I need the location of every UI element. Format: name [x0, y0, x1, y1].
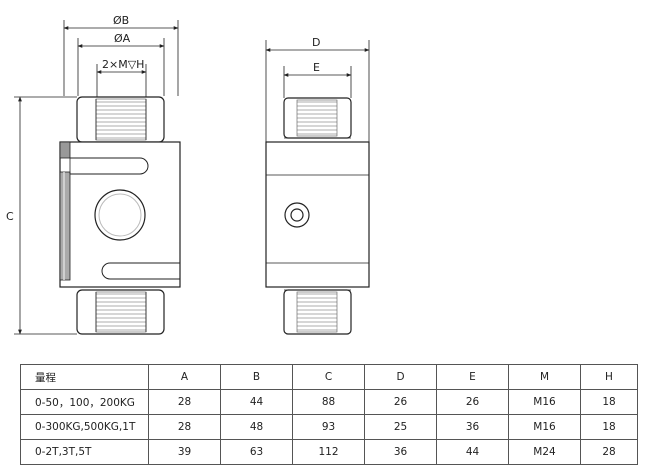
front-view: ØB ØA 2×M▽H — [6, 14, 181, 335]
dim-label-d: D — [312, 36, 320, 49]
table-cell: 39 — [148, 439, 221, 465]
dim-label-e: E — [313, 61, 320, 74]
spec-table: 量程 A B C D E M H 0-50，100，200KG 28 44 88… — [20, 364, 638, 465]
dimension-e: E — [283, 61, 352, 98]
table-cell: 28 — [148, 389, 221, 415]
s-beam-body — [59, 141, 181, 288]
table-cell: 28 — [148, 414, 221, 440]
side-bottom-thread — [283, 289, 352, 335]
side-body — [265, 141, 370, 288]
table-cell: 26 — [436, 389, 509, 415]
table-cell: 0-2T,3T,5T — [20, 439, 149, 465]
table-row: 0-50，100，200KG 28 44 88 26 26 M16 18 — [20, 389, 638, 415]
table-cell: 63 — [220, 439, 293, 465]
header-range: 量程 — [20, 364, 149, 390]
dim-label-thread: 2×M▽H — [102, 58, 144, 71]
table-cell: 36 — [436, 414, 509, 440]
dimension-d: D — [265, 36, 370, 142]
table-cell: M24 — [508, 439, 581, 465]
dim-label-a: ØA — [114, 32, 131, 45]
dimension-diameter-a: ØA — [77, 32, 165, 96]
bottom-threaded-head — [76, 286, 165, 335]
table-cell: 28 — [580, 439, 638, 465]
table-cell: 18 — [580, 389, 638, 415]
table-cell: 18 — [580, 414, 638, 440]
side-view: D E — [265, 36, 370, 335]
table-cell: 44 — [220, 389, 293, 415]
header-b: B — [220, 364, 293, 390]
dim-label-c: C — [6, 210, 14, 223]
technical-drawing: ØB ØA 2×M▽H — [6, 14, 370, 335]
header-d: D — [364, 364, 437, 390]
table-cell: 48 — [220, 414, 293, 440]
dimension-thread: 2×M▽H — [96, 58, 147, 98]
header-a: A — [148, 364, 221, 390]
top-threaded-head — [76, 96, 165, 143]
table-cell: M16 — [508, 414, 581, 440]
table-cell: 44 — [436, 439, 509, 465]
side-top-thread — [283, 97, 352, 139]
table-cell: 0-300KG,500KG,1T — [20, 414, 149, 440]
header-e: E — [436, 364, 509, 390]
table-cell: 88 — [292, 389, 365, 415]
table-cell: M16 — [508, 389, 581, 415]
table-cell: 112 — [292, 439, 365, 465]
dim-label-b: ØB — [113, 14, 129, 27]
table-header-row: 量程 A B C D E M H — [20, 364, 638, 390]
header-m: M — [508, 364, 581, 390]
table-cell: 0-50，100，200KG — [20, 389, 149, 415]
table-cell: 36 — [364, 439, 437, 465]
dimension-diameter-b: ØB — [63, 14, 179, 96]
table-cell: 25 — [364, 414, 437, 440]
header-h: H — [580, 364, 638, 390]
table-cell: 93 — [292, 414, 365, 440]
dimension-height-c: C — [6, 96, 77, 335]
table-row: 0-300KG,500KG,1T 28 48 93 25 36 M16 18 — [20, 414, 638, 440]
table-cell: 26 — [364, 389, 437, 415]
table-row: 0-2T,3T,5T 39 63 112 36 44 M24 28 — [20, 439, 638, 465]
header-c: C — [292, 364, 365, 390]
